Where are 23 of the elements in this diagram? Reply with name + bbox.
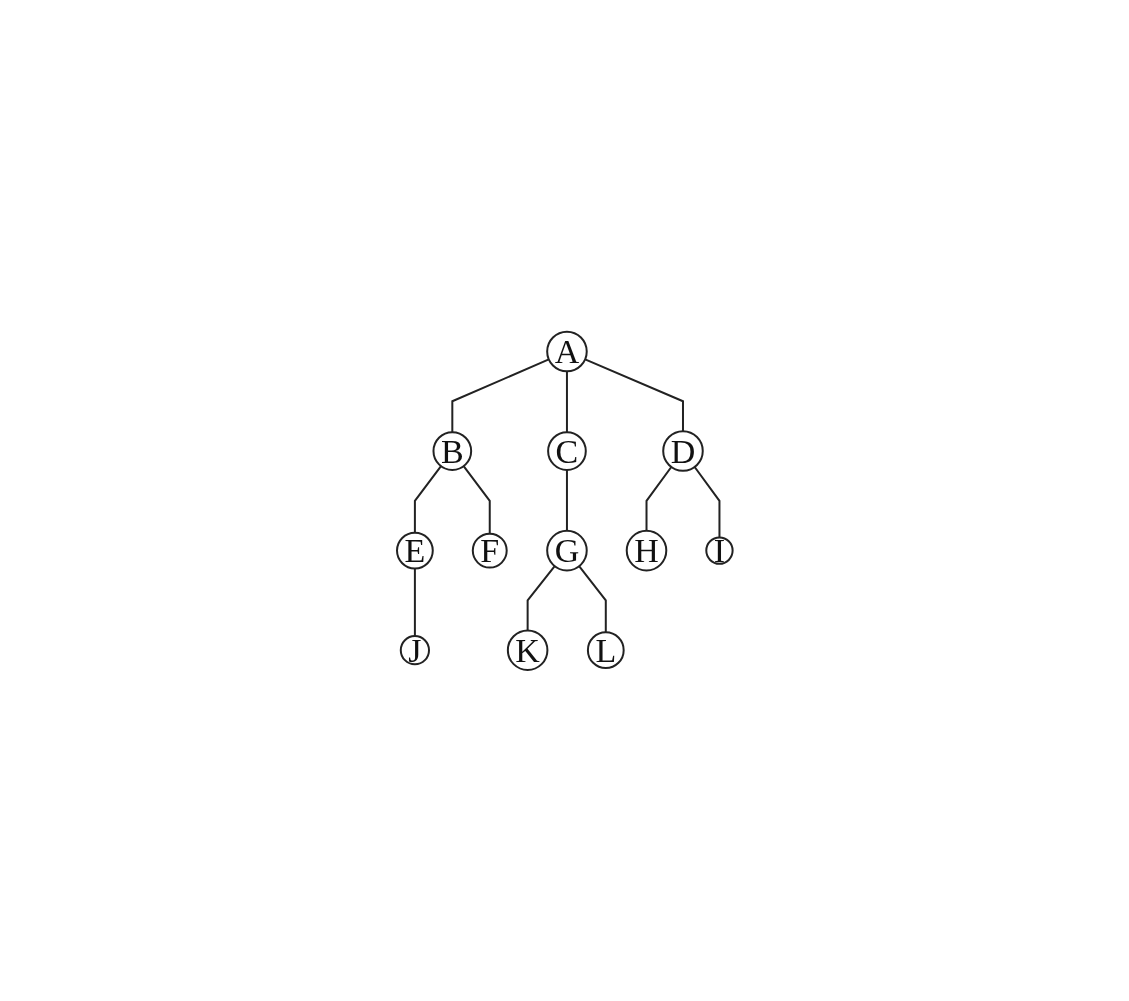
connector — [413, 567, 416, 637]
node-circle: G — [545, 529, 588, 572]
connector — [451, 358, 550, 433]
node-circle: I — [705, 536, 734, 565]
node-circle: L — [586, 630, 625, 669]
connector — [583, 357, 684, 432]
node-circle: B — [432, 430, 472, 471]
connector — [413, 464, 442, 534]
connector — [645, 465, 672, 532]
connector — [526, 564, 556, 632]
connector — [693, 465, 721, 539]
node-circle: F — [471, 532, 508, 569]
node-circle: E — [395, 531, 434, 570]
connector — [565, 468, 568, 532]
node-circle: D — [661, 429, 704, 472]
connector — [577, 564, 607, 633]
connector — [462, 464, 491, 535]
node-circle: A — [545, 330, 588, 372]
node-circle: J — [399, 634, 430, 665]
node-circle: H — [625, 529, 667, 572]
connector — [565, 369, 568, 433]
node-circle: C — [546, 430, 587, 471]
node-circle: K — [506, 629, 549, 671]
